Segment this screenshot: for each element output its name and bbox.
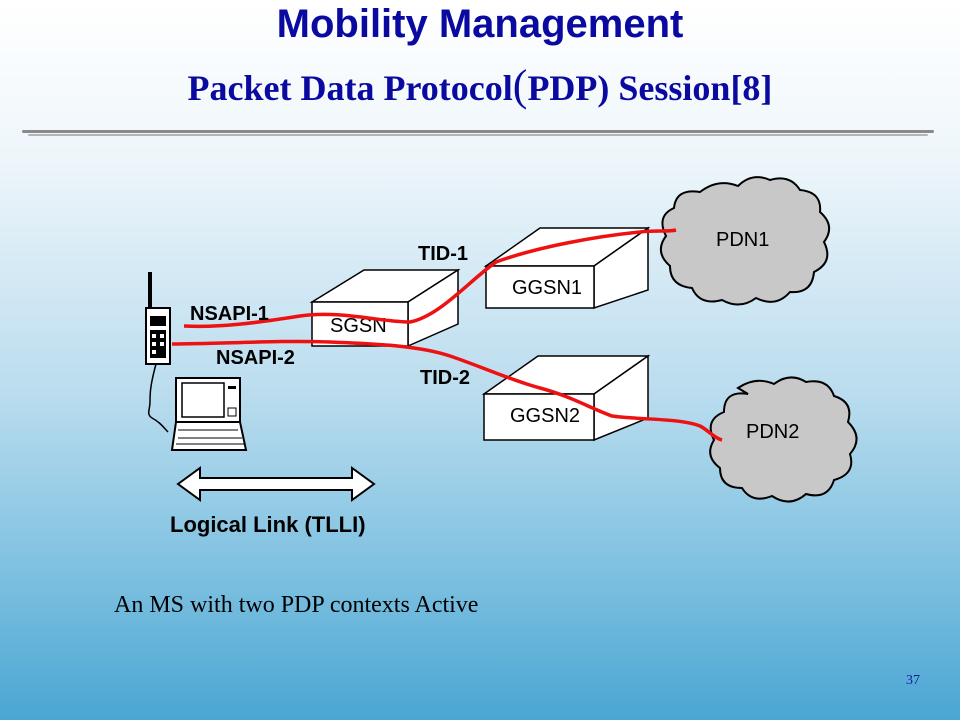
title-divider [22, 128, 934, 138]
phone-laptop-cable [147, 363, 169, 433]
ggsn1-box: GGSN1 [483, 226, 651, 310]
pdp-context-1-tunnel [183, 228, 677, 329]
ggsn1-label: GGSN1 [512, 277, 582, 299]
tid2-label: TID-2 [420, 367, 470, 389]
ggsn2-label: GGSN2 [510, 405, 580, 427]
logical-link-label: Logical Link (TLLI) [170, 512, 366, 537]
pdn1-cloud: PDN1 [659, 176, 831, 306]
pdp-context-2-tunnel [171, 339, 723, 442]
page-number: 37 [906, 673, 920, 688]
pdn1-label: PDN1 [716, 229, 769, 251]
nsapi1-label: NSAPI-1 [190, 303, 269, 325]
subtitle-suffix: PDP) Session[8] [527, 68, 773, 108]
nsapi2-label: NSAPI-2 [216, 347, 295, 369]
laptop-icon [170, 377, 248, 451]
slide-subtitle: Packet Data Protocol(PDP) Session[8] [0, 64, 960, 109]
mobile-phone-icon [145, 272, 171, 365]
subtitle-paren: ( [512, 61, 528, 110]
pdn2-cloud: PDN2 [709, 376, 858, 503]
sgsn-label: SGSN [330, 315, 387, 337]
slide-title: Mobility Management [276, 2, 684, 46]
sgsn-box: SGSN [309, 268, 461, 348]
subtitle-prefix: Packet Data Protocol [187, 68, 513, 108]
logical-link-arrow [176, 466, 376, 502]
tid1-label: TID-1 [418, 243, 468, 265]
pdn2-label: PDN2 [746, 421, 799, 443]
slide-caption: An MS with two PDP contexts Active [114, 592, 479, 618]
